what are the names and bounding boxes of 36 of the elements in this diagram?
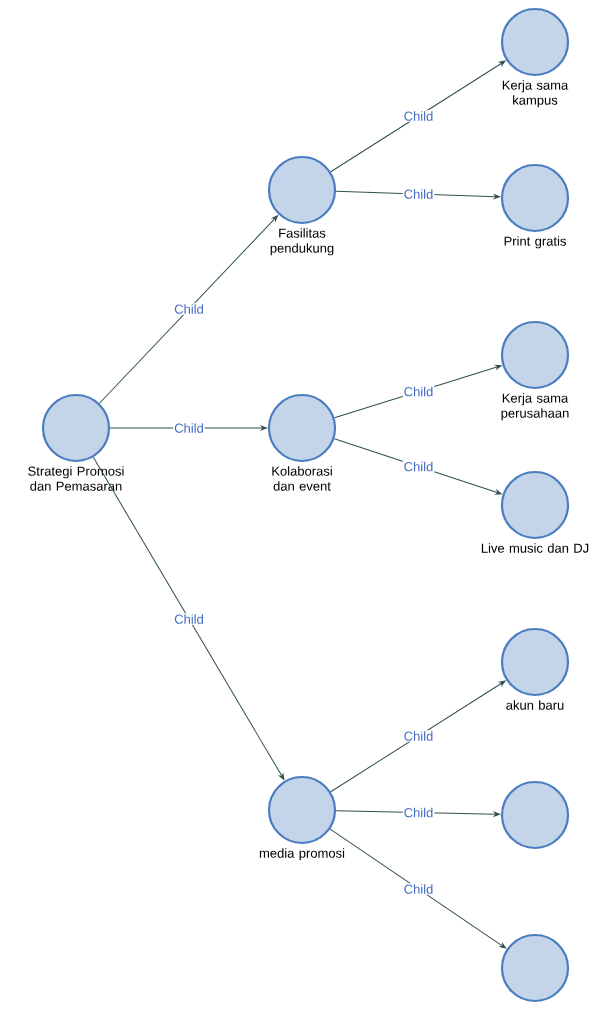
circle-node: Strategi Promosi dan Pemasaran xyxy=(28,393,124,491)
node-label: akun baru xyxy=(506,700,564,710)
node-label: Kolaborasi dan event xyxy=(272,466,332,491)
edge-label: Child xyxy=(402,806,435,819)
arrow xyxy=(330,60,506,173)
circle-node: akun baru xyxy=(500,627,570,710)
edge-label: Child xyxy=(173,303,205,315)
edge-label: Child xyxy=(402,188,435,200)
node-label: Live music dan DJ xyxy=(481,543,589,553)
arrow xyxy=(99,215,279,404)
arrow xyxy=(329,828,507,949)
edge-label: Child xyxy=(173,422,205,434)
node-label: Print gratis xyxy=(504,236,566,249)
node-label: media promosi xyxy=(259,848,345,861)
circle-node: Kerja sama perusahaan xyxy=(500,320,570,421)
circle-node: media promosi xyxy=(259,775,345,861)
edge-label: Child xyxy=(402,110,435,122)
arrow xyxy=(92,456,285,780)
edge-label: Child xyxy=(402,385,435,398)
edge-label: Child xyxy=(402,460,435,473)
circle-node xyxy=(500,933,570,1003)
circle-node: Live music dan DJ xyxy=(481,470,589,553)
node-label: Fasilitas pendukung xyxy=(270,228,334,256)
arrow xyxy=(333,438,502,495)
circle-node xyxy=(500,780,570,850)
edge-label: Child xyxy=(402,730,435,742)
arrow xyxy=(330,680,506,793)
circle-node: Kerja sama kampus xyxy=(500,7,570,108)
circle-node: Kolaborasi dan event xyxy=(267,393,337,491)
circle-node: Fasilitas pendukung xyxy=(267,155,337,256)
edge-label: Child xyxy=(173,613,205,625)
node-label: Kerja sama kampus xyxy=(502,80,569,108)
node-label: Strategi Promosi dan Pemasaran xyxy=(28,466,124,491)
node-label: Kerja sama perusahaan xyxy=(501,393,569,421)
edge-label: Child xyxy=(402,883,435,895)
circle-node: Print gratis xyxy=(500,163,570,249)
